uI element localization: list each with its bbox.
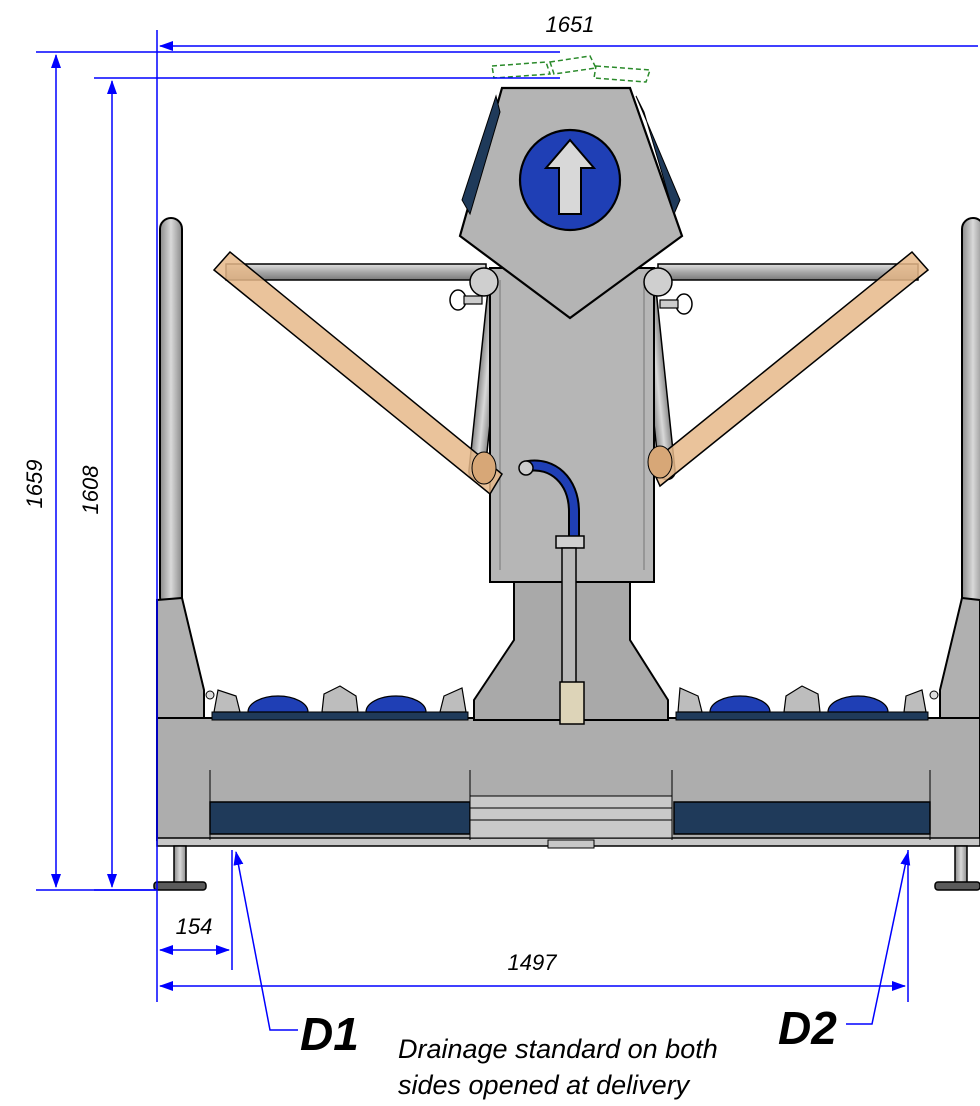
left-drain-channel (209, 801, 471, 835)
up-arrow-icon (518, 128, 622, 232)
hose-assembly (518, 459, 585, 725)
dimension-lines (36, 30, 978, 1031)
machine-body (153, 55, 980, 891)
note-line-1: Drainage standard on both (398, 1034, 718, 1064)
right-post (961, 217, 980, 609)
right-drain-channel (673, 801, 931, 835)
right-roller-tray (675, 685, 939, 721)
left-foot (153, 845, 207, 891)
left-wood-brace (212, 250, 503, 496)
center-base-panel (469, 795, 673, 839)
d2-label: D2 (778, 1002, 837, 1054)
right-foot (934, 845, 980, 891)
right-top-bar (657, 263, 919, 281)
d1-label: D1 (300, 1008, 359, 1060)
height-top-label: 1608 (78, 465, 103, 515)
open-lid-outline (491, 55, 652, 83)
left-post (159, 217, 183, 609)
right-side-block (939, 596, 980, 721)
drain-spacing-label: 1497 (508, 950, 558, 975)
left-knob (449, 267, 499, 311)
left-top-bar (225, 263, 487, 281)
right-wood-brace (649, 250, 930, 488)
width-overall-label: 1651 (546, 12, 595, 37)
d2-leader (846, 851, 911, 1025)
offset-label: 154 (176, 914, 213, 939)
left-side-block (156, 596, 205, 721)
height-overall-label: 1659 (22, 460, 47, 509)
note-line-2: sides opened at delivery (398, 1070, 691, 1100)
d1-leader (233, 851, 298, 1031)
right-knob (643, 267, 693, 315)
left-roller-tray (205, 685, 469, 721)
